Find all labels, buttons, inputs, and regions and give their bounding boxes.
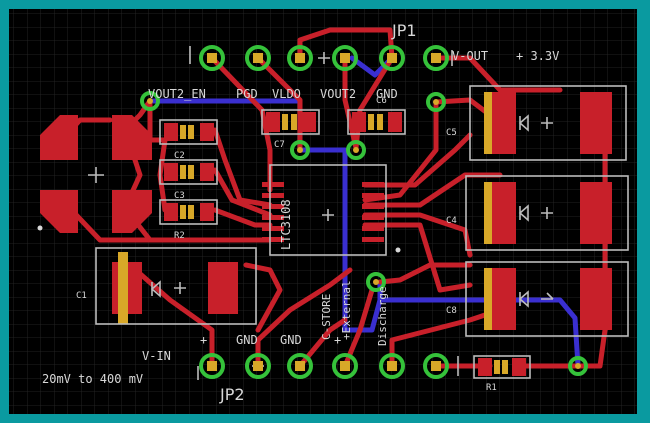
gnd1-label: GND [236,333,258,347]
jp2-label: JP2 [219,385,245,404]
solder-pads [40,92,612,376]
pgd-label: PGD [236,87,258,101]
jp2-header [199,353,449,379]
c3-label: C3 [174,191,185,201]
gnd2-label: GND [280,333,302,347]
r1-label: R1 [486,383,497,393]
chip-pads [262,182,384,242]
vout2-label: VOUT2 [320,87,356,101]
c1-label: C1 [76,291,87,301]
chip-label: LTC3108 [279,199,293,250]
via-cores [147,98,581,369]
vldo-label: VLDO [272,87,301,101]
plus-store-label: + [334,333,341,347]
transformer-footprint [40,115,152,233]
jp1-label: JP1 [391,21,417,40]
vin-label: V-IN [142,349,171,363]
c4-label: C4 [446,216,457,226]
vout-value: + 3.3V [516,49,559,63]
right-caps-pads [484,92,612,330]
plus-external-label: +External [340,280,353,340]
vout2-en-label: VOUT2_EN [148,87,206,101]
vin-range-label: 20mV to 400 mV [42,372,143,386]
c8-label: C8 [446,306,457,316]
discharge-label: Discharge [376,286,389,346]
c6-label: C6 [376,96,387,106]
vout-label: V-OUT [452,49,488,63]
c7-label: C7 [274,140,285,150]
c5-label: C5 [446,128,457,138]
c2-label: C2 [174,151,185,161]
gnd-top-label: GND [376,87,398,101]
plus-vin-label: + [200,333,207,347]
vias [140,91,588,376]
c-store-label: C-STORE [320,294,333,340]
jp1-header [199,45,449,71]
r2-label: R2 [174,231,185,241]
silkscreen-text: JP1 JP2 V-OUT + 3.3V VOUT2_EN PGD VLDO V… [42,21,559,404]
